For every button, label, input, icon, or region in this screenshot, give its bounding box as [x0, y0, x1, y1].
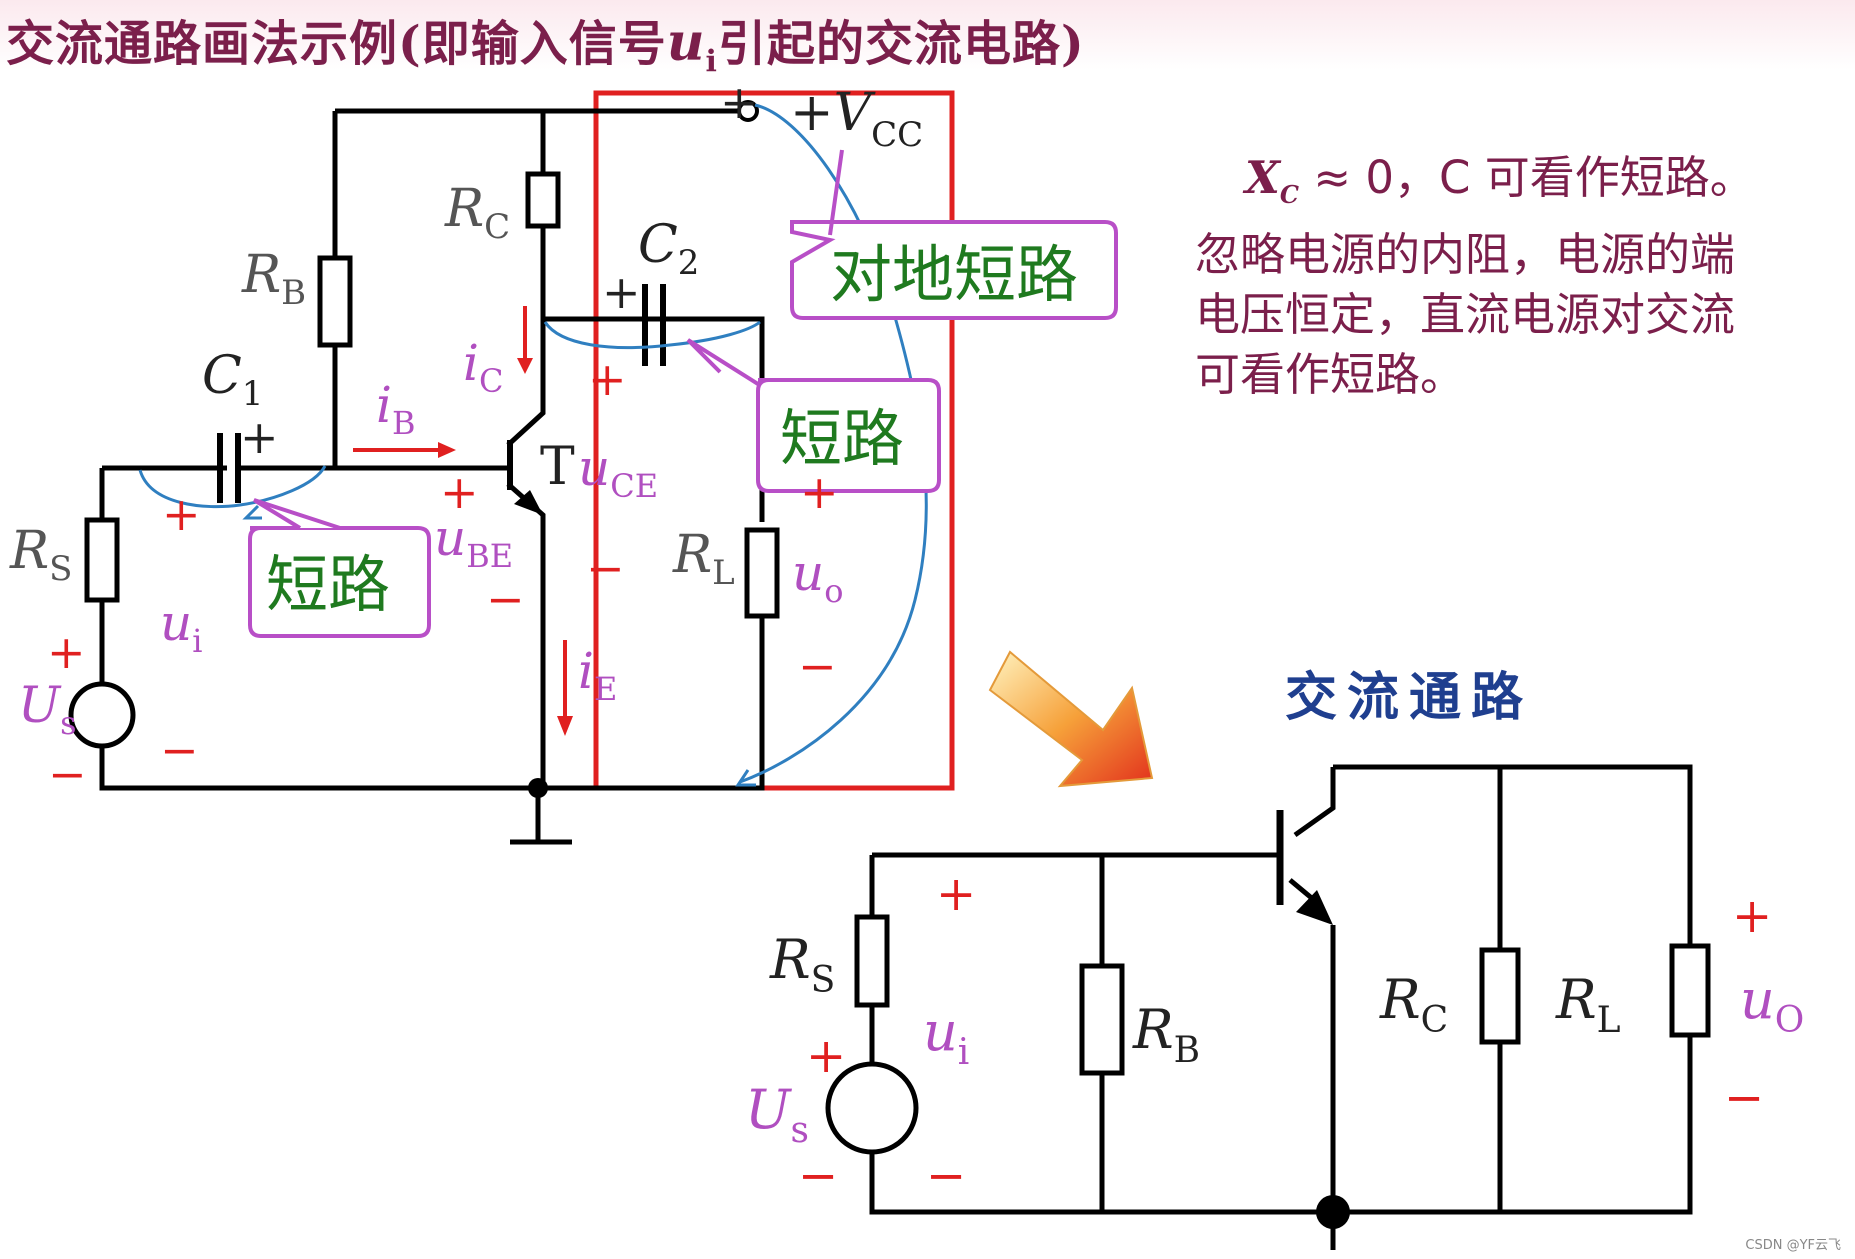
svg-text:+: + — [800, 465, 839, 519]
svg-text:−: − — [1724, 1070, 1764, 1126]
ground-node — [528, 778, 548, 798]
svg-text:−: − — [586, 541, 625, 595]
ac-ground-node — [1316, 1195, 1350, 1229]
explanation-note: XC ≈ 0，C 可看作短路。 忽略电源的内阻，电源的端 电压恒定，直流电源对交… — [1195, 148, 1855, 405]
note-line-4: 可看作短路。 — [1195, 348, 1466, 401]
note-line-2: 忽略电源的内阻，电源的端 — [1195, 228, 1736, 281]
ac-rc-label: RC — [1379, 968, 1448, 1041]
svg-text:−: − — [798, 639, 837, 693]
svg-text:+: + — [162, 487, 201, 541]
rs-label: RS — [9, 521, 72, 589]
slide-title: 交流通路画法示例(即输入信号ui引起的交流电路) — [6, 12, 1085, 80]
ac-us-label: Us — [745, 1078, 809, 1151]
ac-rs-resistor — [854, 914, 890, 1008]
orig-labels: +VCC RC RB C1 C2 RS RL T — [9, 83, 923, 593]
svg-text:+: + — [806, 1028, 846, 1084]
svg-text:+: + — [440, 465, 479, 519]
ie-label: iE — [578, 642, 617, 708]
ac-emitter-arrow — [1296, 890, 1333, 925]
ic-label: iC — [463, 334, 503, 400]
current-arrows — [353, 306, 573, 736]
ac-signs: + + + − − − — [798, 866, 1772, 1204]
ac-signal-labels: ui Us uO — [745, 968, 1804, 1151]
note-line-1: XC ≈ 0，C 可看作短路。 — [1245, 151, 1755, 209]
note-line-3: 电压恒定，直流电源对交流 — [1195, 288, 1736, 341]
uce-label: uCE — [578, 439, 658, 505]
ac-rl-label: RL — [1555, 968, 1621, 1041]
svg-text:+: + — [240, 410, 279, 464]
ac-rb-resistor — [1079, 963, 1125, 1076]
rl-label: RL — [672, 525, 735, 593]
orig-signs: + + + + + + + + − − − − − — [47, 75, 839, 801]
rs-resistor — [84, 517, 120, 603]
ac-us-source — [825, 1061, 919, 1155]
svg-text:+: + — [588, 352, 627, 406]
us-source — [68, 681, 136, 749]
c1-label: C1 — [202, 346, 263, 414]
watermark: CSDN @YF云飞 — [1745, 1238, 1841, 1253]
ib-label: iB — [376, 376, 416, 442]
ac-path-title: 交流通路 — [1285, 668, 1534, 728]
svg-text:+: + — [720, 75, 759, 129]
uo-label: uo — [792, 544, 843, 610]
svg-text:+: + — [1732, 888, 1772, 944]
transistor-label: T — [540, 437, 575, 497]
svg-text:+: + — [602, 265, 641, 319]
ac-uo-label: uO — [1740, 968, 1804, 1041]
ac-rs-label: RS — [769, 928, 835, 1001]
rl-resistor — [744, 527, 780, 619]
ac-rl-resistor — [1669, 943, 1711, 1038]
rc-resistor — [525, 171, 561, 229]
ac-wires — [869, 764, 1693, 1250]
short-callout-c1: 短路 — [266, 548, 390, 621]
c2-label: C2 — [638, 215, 699, 283]
orig-signal-labels: iC iB iE uCE uBE uo ui Us — [18, 334, 843, 742]
transform-arrow — [988, 650, 1154, 788]
ui-label: ui — [160, 594, 202, 660]
svg-text:−: − — [926, 1148, 966, 1204]
callout-shapes — [248, 220, 1118, 638]
us-label: Us — [18, 676, 77, 742]
title-bar: 交流通路画法示例(即输入信号ui引起的交流电路) — [0, 0, 1855, 79]
vcc-label: +VCC — [790, 83, 923, 155]
svg-text:−: − — [160, 723, 199, 777]
emitter-arrow — [514, 490, 543, 515]
ube-label: uBE — [434, 509, 513, 575]
ground-short-callout: 对地短路 — [830, 238, 1078, 311]
rb-label: RB — [241, 245, 306, 313]
callout-pointer — [828, 149, 844, 236]
rb-resistor — [317, 255, 353, 348]
rc-label: RC — [444, 179, 510, 247]
svg-text:+: + — [47, 625, 86, 679]
vcc-terminal — [737, 100, 759, 122]
short-callout-c2: 短路 — [780, 402, 904, 475]
ac-rb-label: RB — [1132, 998, 1200, 1071]
svg-text:+: + — [936, 866, 976, 922]
ac-labels: RS RB RC RL — [769, 928, 1621, 1071]
svg-text:−: − — [48, 747, 87, 801]
svg-text:−: − — [798, 1148, 838, 1204]
red-box — [593, 90, 955, 791]
svg-text:−: − — [486, 572, 525, 626]
ac-ui-label: ui — [923, 1000, 969, 1073]
ac-rc-resistor — [1479, 947, 1521, 1045]
